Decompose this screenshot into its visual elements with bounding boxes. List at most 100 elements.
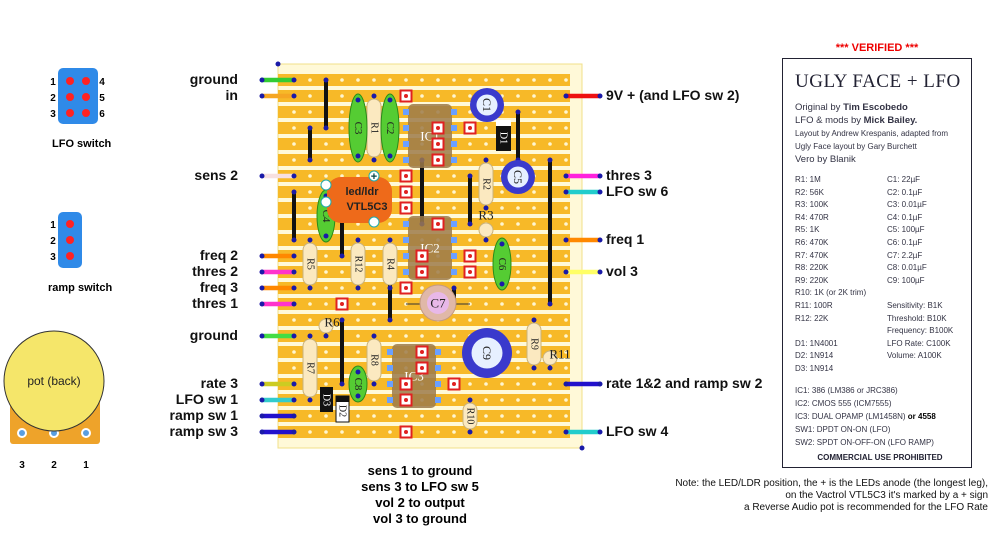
switch-lug — [82, 93, 90, 101]
strip-hole — [356, 318, 360, 322]
strip-hole — [516, 318, 520, 322]
track-cut-dot — [468, 270, 472, 274]
lead-end — [387, 285, 393, 291]
part-entry — [887, 287, 965, 300]
strip-hole — [420, 286, 424, 290]
switch-pin-number: 2 — [50, 93, 56, 104]
credit-layout: Layout by Andrew Krespanis, adapted from — [795, 129, 948, 138]
strip-hole — [404, 414, 408, 418]
track-cut-dot — [436, 142, 440, 146]
ic-pin — [403, 157, 409, 163]
strip-hole — [516, 222, 520, 226]
lead-end — [387, 237, 393, 243]
strip-hole — [292, 126, 296, 130]
part-entry: Volume: A100K — [887, 351, 942, 361]
pot-lug-center — [51, 430, 57, 436]
component-label: R3 — [478, 208, 493, 223]
strip-hole — [484, 318, 488, 322]
wire-end — [291, 173, 297, 179]
strip-hole — [452, 318, 456, 322]
strip-hole — [308, 78, 312, 82]
resistor — [478, 162, 494, 206]
part-entry: D2: 1N914 — [795, 351, 834, 361]
strip-hole — [532, 254, 536, 258]
lead-end — [371, 93, 377, 99]
track-cut-dot — [420, 254, 424, 258]
strip-hole — [292, 110, 296, 114]
wire-end — [259, 381, 265, 387]
wire-end — [291, 381, 297, 387]
strip-hole — [452, 334, 456, 338]
strip-hole — [388, 334, 392, 338]
part-entry: IC2: CMOS 555 (ICM7555) — [795, 398, 892, 408]
wire-end — [291, 333, 297, 339]
strip-hole — [324, 366, 328, 370]
left-wire-label: sens 2 — [194, 167, 238, 183]
strip-hole — [548, 110, 552, 114]
wire-end — [259, 77, 265, 83]
strip-hole — [308, 190, 312, 194]
capacitor-top — [471, 337, 503, 369]
strip-hole — [388, 414, 392, 418]
wire-end — [597, 189, 603, 195]
pot-pin-number: 3 — [19, 460, 25, 471]
track-cut-dot — [436, 126, 440, 130]
pot-lug-center — [19, 430, 25, 436]
component-label: R6 — [324, 315, 340, 330]
strip-hole — [500, 430, 504, 434]
strip-hole — [468, 158, 472, 162]
strip-hole — [372, 270, 376, 274]
strip-hole — [324, 254, 328, 258]
link-end — [307, 157, 313, 163]
strip-hole — [516, 302, 520, 306]
component-label: R7 — [305, 362, 316, 374]
strip-hole — [388, 430, 392, 434]
parts-list-panel: UGLY FACE + LFO Original by Tim Escobedo… — [782, 58, 972, 468]
credit-name: Tim Escobedo — [843, 102, 908, 113]
credit-vero: Vero by Blanik — [795, 154, 856, 165]
note-line: Note: the LED/LDR position, the + is the… — [675, 478, 988, 489]
track-cut-dot — [404, 94, 408, 98]
resistor — [366, 338, 382, 382]
link-end — [387, 317, 393, 323]
lead-end — [323, 333, 329, 339]
ic-pin — [387, 349, 393, 355]
wire-end — [597, 173, 603, 179]
strip-hole — [532, 430, 536, 434]
bottom-notes: sens 1 to ground sens 3 to LFO sw 5 vol … — [320, 463, 520, 527]
strip-hole — [500, 158, 504, 162]
part-entry: R1: 1M — [795, 175, 821, 184]
strip-hole — [532, 398, 536, 402]
wire-end — [597, 429, 603, 435]
strip-hole — [308, 206, 312, 210]
project-title: UGLY FACE + LFO — [795, 71, 961, 92]
strip-hole — [484, 254, 488, 258]
left-wire-label: in — [225, 87, 238, 103]
wire-end — [259, 397, 265, 403]
ic-pin — [403, 221, 409, 227]
strip-hole — [516, 414, 520, 418]
strip-hole — [324, 350, 328, 354]
lead-end — [355, 393, 361, 399]
strip-hole — [532, 110, 536, 114]
strip-hole — [404, 318, 408, 322]
strip-hole — [532, 286, 536, 290]
right-wire-label: LFO sw 6 — [606, 183, 669, 199]
part-entry: D3: 1N914 — [795, 363, 834, 373]
lead-end — [371, 381, 377, 387]
strip-hole — [452, 366, 456, 370]
lead-end — [387, 153, 393, 159]
strip-hole — [468, 142, 472, 146]
strip-hole — [340, 142, 344, 146]
link-end — [339, 381, 345, 387]
strip-hole — [564, 254, 568, 258]
track-cut-dot — [436, 158, 440, 162]
part-entry: C7: 2.2µF — [887, 250, 923, 260]
ic-pin — [451, 109, 457, 115]
track-cut-dot — [340, 302, 344, 306]
strip-hole — [468, 78, 472, 82]
resistor — [302, 242, 318, 286]
component-label: C3 — [352, 122, 364, 135]
part-entry: R8: 220K — [795, 263, 829, 273]
strip-hole — [532, 206, 536, 210]
